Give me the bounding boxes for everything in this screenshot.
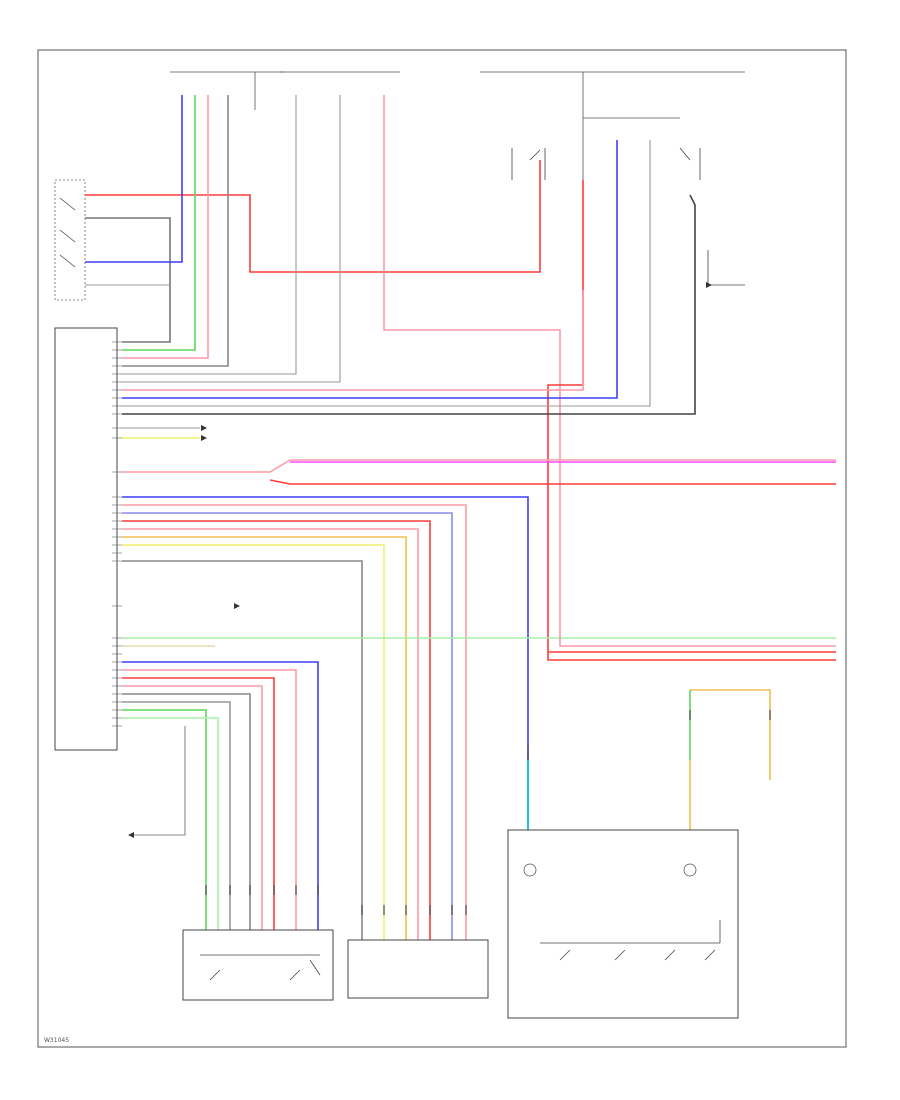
wire-gray-low-2 xyxy=(122,701,231,942)
panel-switch-contacts xyxy=(540,920,721,961)
wire-orange-mid xyxy=(122,536,407,942)
left-switch-assembly xyxy=(54,179,86,301)
wire-dark-relay xyxy=(122,194,696,415)
wire-pink-mid-2 xyxy=(122,528,419,942)
wire-yellow-mid xyxy=(122,544,385,942)
wire-gray-out xyxy=(707,250,745,286)
wire-pink-comm xyxy=(122,459,836,473)
bottom-connector-ticks xyxy=(205,710,771,915)
wire-gray-mid xyxy=(122,560,363,942)
wire-pink-mid-1 xyxy=(122,504,467,942)
wire-gray-relay xyxy=(122,140,651,407)
wire-pink-long xyxy=(559,636,836,647)
wire-blue-mid xyxy=(122,496,529,830)
wire-gray-low xyxy=(122,693,251,942)
wire-pink-relay-2 xyxy=(122,290,584,391)
arrow-markers xyxy=(128,282,712,838)
wire-light-blue-mid xyxy=(122,512,453,942)
left-switch-contacts xyxy=(200,954,321,981)
wire-gray-top-3 xyxy=(122,95,341,383)
wire-green-low xyxy=(122,709,207,942)
wire-red-comm xyxy=(269,479,836,485)
wire-pink-top-2 xyxy=(383,95,561,636)
control-module xyxy=(54,327,118,751)
left-control-switch xyxy=(182,929,334,1001)
wire-green-top xyxy=(122,95,196,351)
wire-red-low xyxy=(122,677,275,942)
engine-control-switch-panel xyxy=(507,829,739,1019)
wire-gray-switch-1 xyxy=(85,217,171,343)
top-bus xyxy=(170,71,745,180)
wire-orange-panel xyxy=(690,689,771,780)
panel-indicator-right xyxy=(683,863,697,877)
wire-blue-low xyxy=(122,661,319,942)
wire-light-green-low xyxy=(122,717,219,942)
wire-red-mid xyxy=(122,520,431,942)
wire-pink-low xyxy=(122,669,297,942)
reference-code: W31045 xyxy=(44,1037,69,1044)
passenger-control-switch xyxy=(347,939,489,999)
wire-ground-low xyxy=(130,726,186,836)
wire-gray-top-1 xyxy=(122,95,229,367)
wire-gray-top-2 xyxy=(122,95,297,375)
wire-red-relay-down xyxy=(547,180,836,661)
wire-pink-low-2 xyxy=(122,685,263,942)
module-pins xyxy=(112,341,122,727)
wire-blue-switch xyxy=(85,95,183,263)
wire-pink-top xyxy=(122,95,209,359)
wire-red-switch-feed xyxy=(85,160,541,273)
diagram-frame xyxy=(37,49,847,1048)
relay-switches xyxy=(511,147,701,180)
panel-indicator-left xyxy=(523,863,537,877)
wire-blue-relay xyxy=(122,140,618,399)
